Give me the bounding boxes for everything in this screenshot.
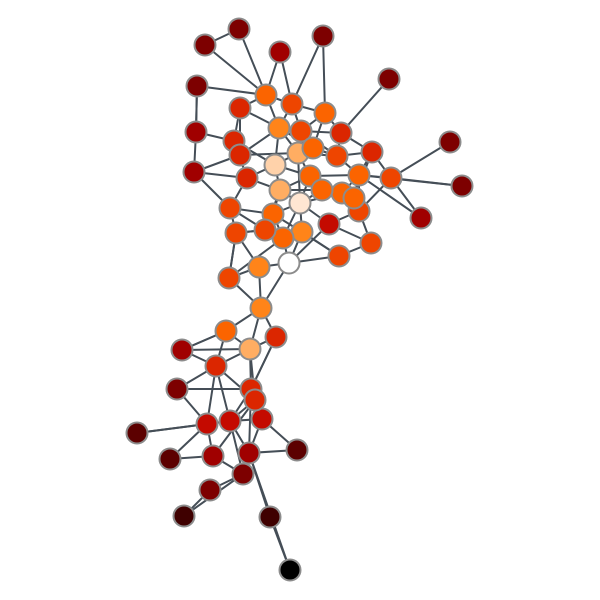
graph-node (198, 478, 222, 502)
graph-node (347, 163, 371, 187)
graph-node (278, 558, 302, 582)
graph-node (317, 212, 341, 236)
graph-edge (358, 174, 463, 187)
graph-node (329, 121, 353, 145)
graph-node (313, 101, 337, 125)
graph-node (263, 153, 287, 177)
graph-node (165, 377, 189, 401)
graph-edge (238, 28, 267, 96)
graph-node (277, 251, 301, 275)
graph-edge (340, 78, 390, 134)
graph-node (227, 17, 251, 41)
graph-node (235, 166, 259, 190)
graph-node (288, 191, 312, 215)
graph-node (214, 319, 238, 343)
graph-node (224, 221, 248, 245)
graph-node (249, 296, 273, 320)
graph-node (185, 74, 209, 98)
graph-node (280, 92, 304, 116)
graph-node (158, 447, 182, 471)
graph-node (184, 120, 208, 144)
graph-node (182, 160, 206, 184)
graph-node (253, 218, 277, 242)
graph-node (301, 136, 325, 160)
node-layer (125, 17, 474, 582)
graph-node (409, 206, 433, 230)
graph-node (195, 412, 219, 436)
graph-node (285, 438, 309, 462)
graph-node (264, 325, 288, 349)
graph-node (450, 174, 474, 198)
graph-node (289, 119, 313, 143)
graph-node (247, 255, 271, 279)
graph-node (125, 421, 149, 445)
graph-node (231, 462, 255, 486)
graph-node (193, 33, 217, 57)
graph-edge (196, 85, 267, 96)
graph-node (290, 220, 314, 244)
graph-node (237, 441, 261, 465)
graph-edge (204, 44, 267, 96)
graph-node (204, 354, 228, 378)
graph-node (438, 130, 462, 154)
graph-node (268, 178, 292, 202)
graph-node (218, 409, 242, 433)
graph-node (201, 444, 225, 468)
graph-node (217, 266, 241, 290)
graph-node (250, 407, 274, 431)
graph-node (170, 338, 194, 362)
graph-node (258, 505, 282, 529)
graph-node (238, 337, 262, 361)
graph-node (228, 96, 252, 120)
graph-node (325, 144, 349, 168)
graph-node (359, 231, 383, 255)
graph-node (377, 67, 401, 91)
graph-edge (358, 174, 422, 219)
graph-node (310, 178, 334, 202)
graph-node (218, 196, 242, 220)
graph-node (243, 388, 267, 412)
graph-node (311, 24, 335, 48)
graph-node (172, 504, 196, 528)
graph-edge (322, 35, 326, 114)
graph-node (228, 143, 252, 167)
graph-node (268, 40, 292, 64)
graph-node (379, 166, 403, 190)
graph-edge (390, 141, 451, 179)
graph-node (360, 140, 384, 164)
graph-edge (291, 35, 324, 105)
graph-node (327, 244, 351, 268)
graph-node (342, 186, 366, 210)
graph-node (267, 116, 291, 140)
graph-node (254, 83, 278, 107)
